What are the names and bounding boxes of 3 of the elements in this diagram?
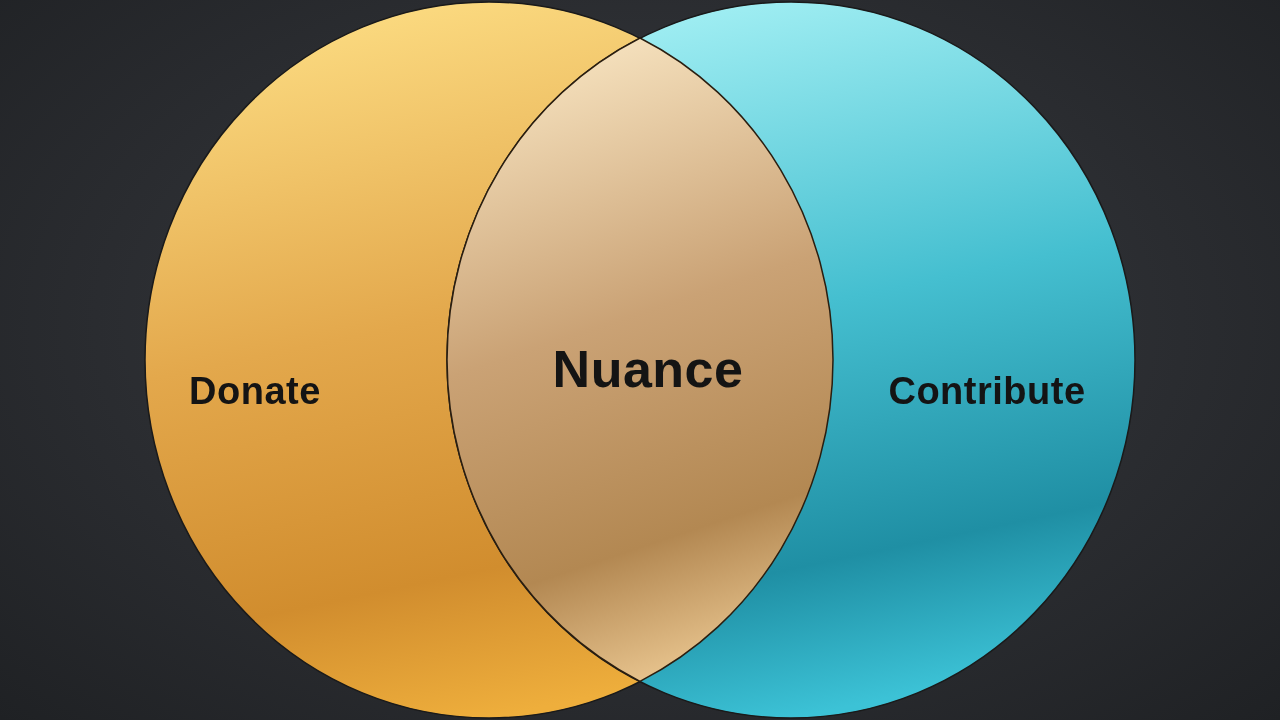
overlap-label: Nuance [552,341,744,399]
circle-label: Donate [189,371,321,413]
circle-label: Contribute [888,371,1086,413]
